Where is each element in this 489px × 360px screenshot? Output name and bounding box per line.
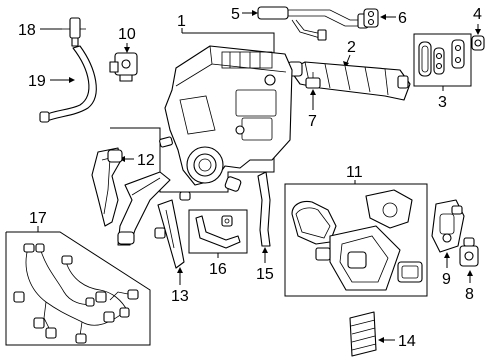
- part-17-wiring-harness: [13, 243, 139, 344]
- callout-16: 16: [209, 261, 227, 278]
- part-1-hvac-housing: [159, 45, 293, 201]
- part-10-actuator: [109, 52, 138, 82]
- arrow-5: [252, 10, 258, 16]
- callout-4: 4: [473, 6, 482, 23]
- part-16-hose-clip: [195, 215, 241, 249]
- leader-lines: [5, 10, 481, 346]
- callout-8: 8: [465, 286, 474, 303]
- part-4-clip: [471, 35, 485, 51]
- part-8-motor: [459, 237, 479, 267]
- part-12-ducts: [91, 147, 171, 246]
- arrow-14: [378, 337, 384, 343]
- arrow-19: [69, 77, 75, 83]
- arrow-8: [467, 270, 473, 276]
- callout-17: 17: [29, 210, 47, 227]
- part-14-filter: [349, 311, 377, 357]
- callout-9: 9: [442, 271, 451, 288]
- callout-19: 19: [28, 73, 46, 90]
- callout-10: 10: [118, 26, 136, 43]
- arrow-13: [177, 267, 183, 273]
- part-18-valve: [62, 17, 86, 47]
- part-19-hose: [39, 45, 97, 123]
- group-11-box: [284, 183, 428, 297]
- callout-7: 7: [308, 113, 317, 130]
- arrow-10: [124, 47, 130, 53]
- callout-3: 3: [438, 94, 447, 111]
- part-3-seals: [418, 39, 465, 77]
- callout-12: 12: [137, 152, 155, 169]
- part-2-pipe-assembly: [287, 61, 411, 101]
- callout-1: 1: [177, 13, 186, 30]
- callout-15: 15: [256, 266, 274, 283]
- callout-13: 13: [171, 288, 189, 305]
- part-11-heater-assembly: [291, 189, 423, 291]
- part-6-grommet: [363, 8, 379, 28]
- arrow-9: [444, 252, 450, 258]
- callout-18: 18: [18, 22, 36, 39]
- part-9-motor-bracket: [431, 199, 465, 253]
- group-16-box: [188, 209, 248, 254]
- arrow-4: [475, 29, 481, 35]
- part-15-drain-hose: [257, 171, 271, 247]
- part-13-bracket: [154, 199, 185, 269]
- arrow-15: [262, 247, 268, 253]
- part-7-sensor: [305, 72, 321, 89]
- callout-14: 14: [398, 333, 416, 350]
- callout-6: 6: [398, 10, 407, 27]
- callout-2: 2: [347, 39, 356, 56]
- arrow-7: [310, 89, 316, 95]
- part-5-pipe: [257, 6, 369, 41]
- callout-5: 5: [231, 6, 240, 23]
- arrow-6: [380, 14, 386, 20]
- callout-labels: 1 2 3 4 5 6 7 8 9 10 11 12 13 14 15 16 1…: [18, 6, 482, 350]
- group-17-bracket: [5, 231, 151, 346]
- callout-11: 11: [346, 164, 363, 181]
